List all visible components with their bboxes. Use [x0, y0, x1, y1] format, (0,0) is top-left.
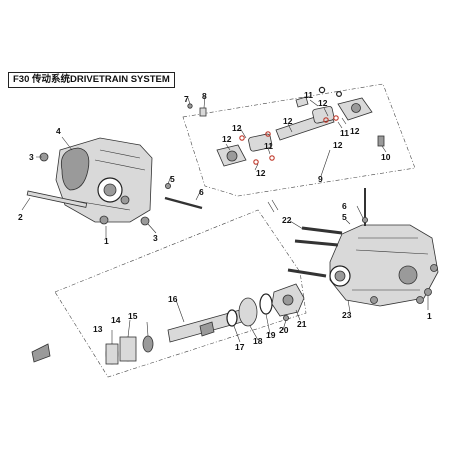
- front-gearbox-housing: [55, 137, 153, 223]
- callout-16: 16: [168, 294, 178, 304]
- callout-11-a: 11: [264, 141, 273, 151]
- callout-12-d: 12: [283, 116, 293, 126]
- callout-6-rear: 6: [342, 201, 347, 211]
- callout-3-lower: 3: [153, 233, 158, 243]
- nut-5-rear: [361, 216, 368, 223]
- callout-15: 15: [128, 311, 138, 321]
- callout-12-g: 12: [350, 126, 360, 136]
- callout-12-b: 12: [222, 134, 232, 144]
- front-direction-arrow: [31, 343, 51, 363]
- driveshaft-assembly: [216, 86, 373, 167]
- nut-5-front: [164, 182, 171, 189]
- callout-1-rear: 1: [427, 311, 432, 321]
- callout-12-a: 12: [232, 123, 242, 133]
- callout-4: 4: [56, 126, 61, 136]
- bolt-10: [377, 135, 385, 147]
- callout-5-rear: 5: [342, 212, 347, 222]
- diagram-title: F30 传动系统DRIVETRAIN SYSTEM: [8, 72, 175, 88]
- nut-7: [187, 103, 193, 109]
- callout-11-c: 11: [304, 90, 313, 100]
- callout-22: 22: [282, 215, 292, 225]
- callout-18: 18: [253, 336, 263, 346]
- callout-13: 13: [93, 324, 103, 334]
- break-mark: [267, 199, 279, 213]
- callout-12-e: 12: [318, 98, 328, 108]
- stud-6-front: [164, 196, 203, 210]
- callout-14: 14: [111, 315, 121, 325]
- bolt-1-front: [99, 215, 109, 225]
- long-bolt-22c: [287, 268, 327, 278]
- long-bolt-22a: [301, 226, 343, 235]
- callout-2: 2: [18, 212, 23, 222]
- pinion-components: [105, 283, 305, 365]
- callout-6-front: 6: [199, 187, 204, 197]
- rear-axle-group-outline: [54, 209, 307, 378]
- long-bolt-22b: [294, 239, 339, 247]
- callout-11-b: 11: [340, 128, 349, 138]
- leader-lines: [21, 94, 429, 344]
- callout-12-f: 12: [333, 140, 343, 150]
- callout-20: 20: [279, 325, 289, 335]
- callout-23: 23: [342, 310, 352, 320]
- callout-12-c: 12: [256, 168, 266, 178]
- callout-7: 7: [184, 94, 189, 104]
- callout-17: 17: [235, 342, 245, 352]
- callout-3-upper: 3: [29, 152, 34, 162]
- callout-9: 9: [318, 174, 323, 184]
- long-bolt-2: [26, 190, 88, 208]
- nut-3-lower: [140, 216, 150, 226]
- callout-21: 21: [297, 319, 307, 329]
- bolt-8: [199, 107, 207, 117]
- callout-10: 10: [381, 152, 391, 162]
- callout-19: 19: [266, 330, 276, 340]
- driveshaft-group-outline: [182, 83, 416, 197]
- callout-1-front: 1: [104, 236, 109, 246]
- callout-5-front: 5: [170, 174, 175, 184]
- callout-8: 8: [202, 91, 207, 101]
- rear-differential-housing: [329, 224, 439, 307]
